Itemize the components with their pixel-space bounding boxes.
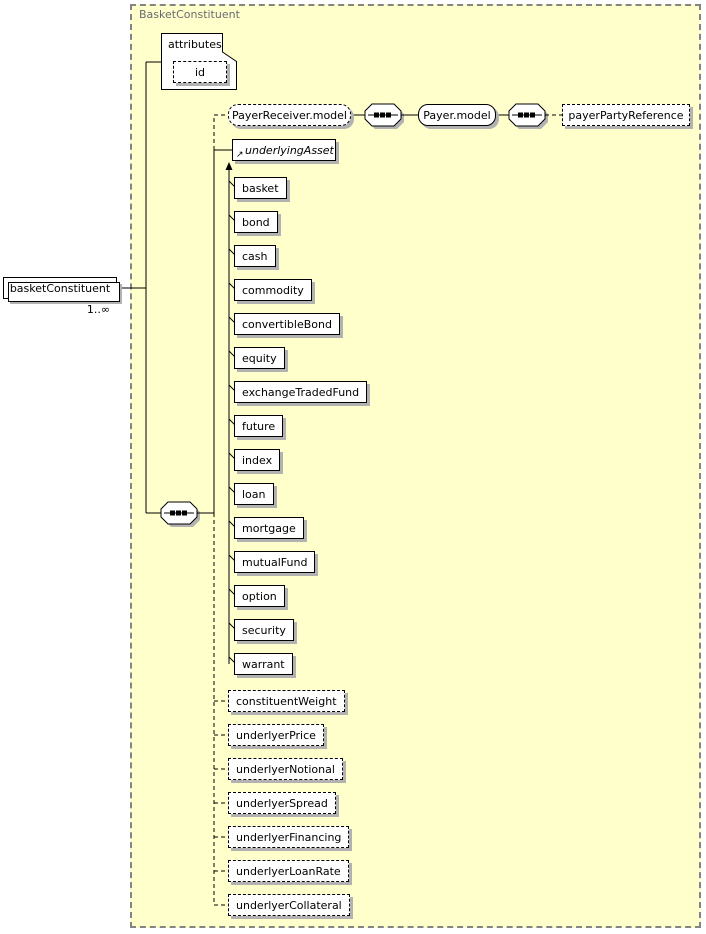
element-box-mutualfund[interactable]: mutualFund (234, 551, 316, 573)
element-box-exchangetradedfund[interactable]: exchangeTradedFund (234, 381, 368, 403)
element-box-warrant[interactable]: warrant (234, 653, 293, 675)
complextype-group-box (130, 4, 701, 928)
element-box-basket[interactable]: basket (234, 177, 287, 199)
element-box-equity[interactable]: equity (234, 347, 285, 369)
attribute-box-id[interactable]: id (173, 61, 227, 83)
sequence-icon-dot (176, 510, 181, 516)
sequence-icon-dot (386, 112, 391, 118)
element-box-bond[interactable]: bond (234, 211, 278, 233)
sequence-icon-dot (524, 112, 529, 118)
element-box-underlyerprice[interactable]: underlyerPrice (228, 724, 324, 746)
model-group-box-payerreceiver[interactable]: PayerReceiver.model (228, 104, 351, 126)
element-box-convertiblebond[interactable]: convertibleBond (234, 313, 340, 335)
sequence-icon-dot (380, 112, 385, 118)
element-box-future[interactable]: future (234, 415, 284, 437)
element-box-commodity[interactable]: commodity (234, 279, 312, 301)
sequence-icon-dot (374, 112, 379, 118)
element-box-constituentweight[interactable]: constituentWeight (228, 690, 345, 712)
sequence-icon-dot (518, 112, 523, 118)
substitution-arrowhead (225, 162, 233, 170)
sequence-icon-dot (530, 112, 535, 118)
model-group-box-payer[interactable]: Payer.model (418, 104, 496, 126)
element-box-index[interactable]: index (234, 449, 281, 471)
substitution-head-arrow-icon: ↗ (236, 150, 244, 160)
element-box-underlyerloanrate[interactable]: underlyerLoanRate (228, 860, 349, 882)
element-box-cash[interactable]: cash (234, 245, 276, 267)
element-label: underlyingAsset (245, 144, 334, 157)
root-element-box[interactable]: basketConstituent (3, 277, 120, 302)
complextype-title: BasketConstituent (139, 8, 240, 21)
element-box-underlyernotional[interactable]: underlyerNotional (228, 758, 343, 780)
sequence-icon-dot (170, 510, 175, 516)
element-box-payerpartyreference[interactable]: payerPartyReference (562, 104, 690, 126)
element-box-underlyingasset[interactable]: ↗ underlyingAsset (232, 139, 336, 161)
element-box-underlyerspread[interactable]: underlyerSpread (228, 792, 336, 814)
element-box-underlyerfinancing[interactable]: underlyerFinancing (228, 826, 350, 848)
element-box-underlyercollateral[interactable]: underlyerCollateral (228, 894, 350, 916)
element-box-mortgage[interactable]: mortgage (234, 517, 304, 539)
occurrence-label: 1..∞ (86, 303, 110, 316)
attributes-group-label: attributes (168, 38, 222, 51)
element-box-option[interactable]: option (234, 585, 285, 607)
sequence-icon-dot (182, 510, 187, 516)
element-box-security[interactable]: security (234, 619, 294, 641)
element-box-loan[interactable]: loan (234, 483, 274, 505)
